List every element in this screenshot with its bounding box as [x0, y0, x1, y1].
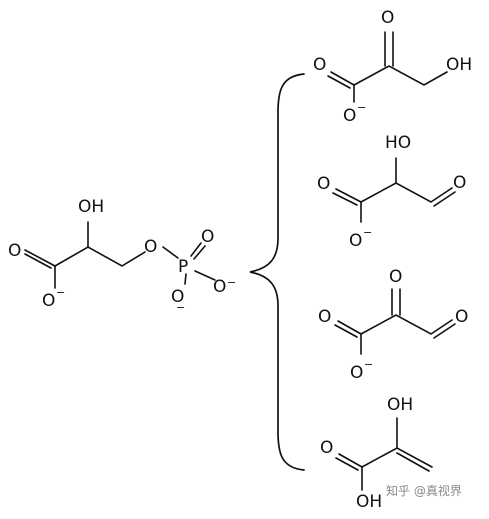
bond: [337, 320, 362, 335]
molecule-product-2: HO O O O −: [317, 133, 466, 251]
molecule-product-3: O O O O −: [318, 267, 468, 383]
curly-brace: [249, 73, 305, 471]
charge-minus: −: [363, 226, 372, 239]
atom-o-aldehyde: O: [455, 307, 468, 327]
atom-o-carboxylate: O: [42, 291, 55, 311]
bond: [353, 65, 448, 86]
bond: [396, 452, 430, 472]
bond: [360, 314, 453, 335]
atom-o-phosphate: O: [171, 287, 184, 307]
bond: [330, 71, 355, 86]
atom-o-carbonyl: O: [317, 174, 330, 194]
atom-o-carbonyl: O: [318, 307, 331, 327]
atom-o-ketone: O: [389, 267, 402, 287]
atom-o-ester: O: [144, 237, 157, 257]
bond: [361, 447, 433, 468]
bond: [334, 324, 358, 338]
charge-minus: −: [357, 101, 366, 114]
charge-minus: −: [176, 301, 185, 314]
atom-o-aldehyde: O: [453, 173, 466, 193]
charge-minus: −: [227, 276, 236, 289]
bond: [162, 246, 179, 259]
bond: [24, 249, 56, 267]
atom-oh: OH: [446, 55, 472, 75]
bond: [332, 192, 358, 206]
bond: [433, 323, 456, 339]
atom-o-carboxylate: O: [349, 231, 362, 251]
charge-minus: −: [56, 286, 65, 299]
bond: [193, 245, 206, 260]
atom-o-carbonyl: O: [8, 241, 21, 261]
bond: [327, 75, 351, 89]
charge-minus: −: [364, 358, 373, 371]
atom-o-carbonyl: O: [320, 438, 333, 458]
bond: [54, 246, 146, 267]
molecule-product-4: OH O OH: [320, 395, 433, 512]
bond: [190, 242, 202, 257]
bond: [24, 253, 52, 269]
atom-o-phosphoryl: O: [201, 227, 214, 247]
atom-o-phosphate: O: [213, 277, 226, 297]
atom-oh: OH: [387, 395, 413, 415]
atom-o-ketone: O: [381, 8, 394, 28]
bond: [433, 191, 456, 207]
atom-oh: OH: [356, 492, 382, 512]
bond: [335, 188, 362, 203]
molecule-product-1: O O OH O −: [313, 8, 472, 126]
bond: [360, 182, 453, 203]
atom-p: P: [178, 257, 188, 277]
atom-o-carboxylate: O: [350, 363, 363, 383]
atom-oh: OH: [78, 197, 104, 217]
atom-o-carboxylate: O: [343, 106, 356, 126]
atom-ho: HO: [385, 133, 411, 153]
molecule-phosphoglycerate: O O − OH O P O O − O −: [8, 197, 236, 314]
bond: [335, 457, 359, 471]
bond: [194, 270, 216, 281]
watermark: 知乎 @真视界: [386, 483, 462, 498]
bond: [338, 453, 363, 468]
atom-o-carbonyl: O: [313, 55, 326, 75]
bond: [184, 273, 187, 285]
